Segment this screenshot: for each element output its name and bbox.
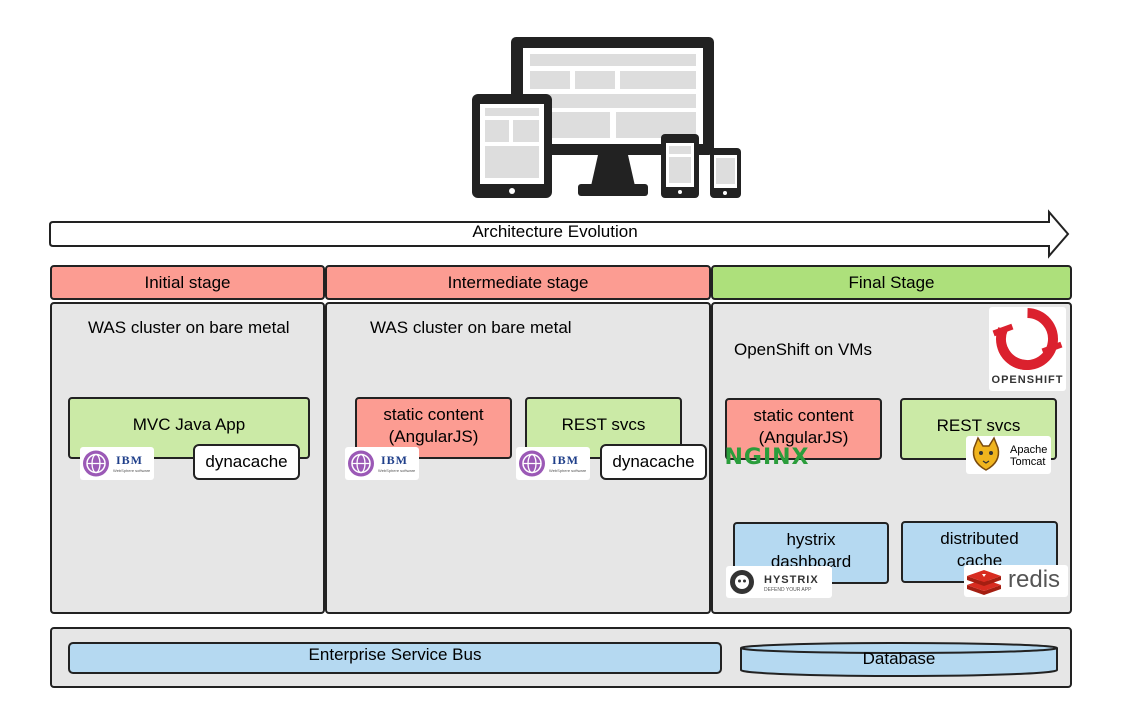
- openshift-text: OPENSHIFT: [991, 374, 1064, 386]
- static-content-box-final: static content (AngularJS): [725, 398, 882, 460]
- websphere-text: WebSphere software: [549, 468, 587, 473]
- enterprise-service-bus: Enterprise Service Bus: [68, 642, 722, 674]
- stage-initial: Initial stage: [50, 265, 325, 300]
- websphere-text: WebSphere software: [378, 468, 416, 473]
- redis-logo: redis: [964, 565, 1068, 597]
- evolution-label: Architecture Evolution: [472, 222, 638, 241]
- dynacache-box-intermediate: dynacache: [600, 444, 707, 480]
- evolution-arrow: [49, 209, 1073, 259]
- initial-heading: WAS cluster on bare metal: [88, 318, 290, 337]
- stage-intermediate: Intermediate stage: [325, 265, 711, 300]
- tomcat-text-1: Apache: [1010, 444, 1048, 456]
- devices-icon: [470, 36, 745, 200]
- dynacache-box-initial: dynacache: [193, 444, 300, 480]
- database-label: Database: [862, 649, 936, 668]
- openshift-logo: OPENSHIFT: [989, 307, 1066, 391]
- ibm-text: IBM: [552, 453, 579, 467]
- final-heading: OpenShift on VMs: [734, 340, 872, 359]
- ibm-websphere-logo: IBM WebSphere software: [345, 447, 419, 480]
- ibm-text: IBM: [116, 453, 143, 467]
- ibm-websphere-logo: IBM WebSphere software: [516, 447, 590, 480]
- hystrix-text: HYSTRIX: [764, 574, 819, 586]
- hystrix-logo: HYSTRIX DEFEND YOUR APP: [726, 566, 832, 598]
- distributed-cache-box: distributed cache: [901, 521, 1058, 583]
- database-cylinder: [739, 641, 1059, 677]
- redis-text: redis: [1008, 566, 1061, 593]
- ibm-text: IBM: [381, 453, 408, 467]
- intermediate-heading: WAS cluster on bare metal: [370, 318, 572, 337]
- stage-final: Final Stage: [711, 265, 1072, 300]
- ibm-websphere-logo: IBM WebSphere software: [80, 447, 154, 480]
- apache-tomcat-logo: Apache Tomcat: [966, 436, 1051, 474]
- websphere-text: WebSphere software: [113, 468, 151, 473]
- tomcat-text-2: Tomcat: [1010, 456, 1046, 468]
- hystrix-sub-text: DEFEND YOUR APP: [764, 587, 812, 593]
- nginx-logo: NGINX: [724, 444, 810, 470]
